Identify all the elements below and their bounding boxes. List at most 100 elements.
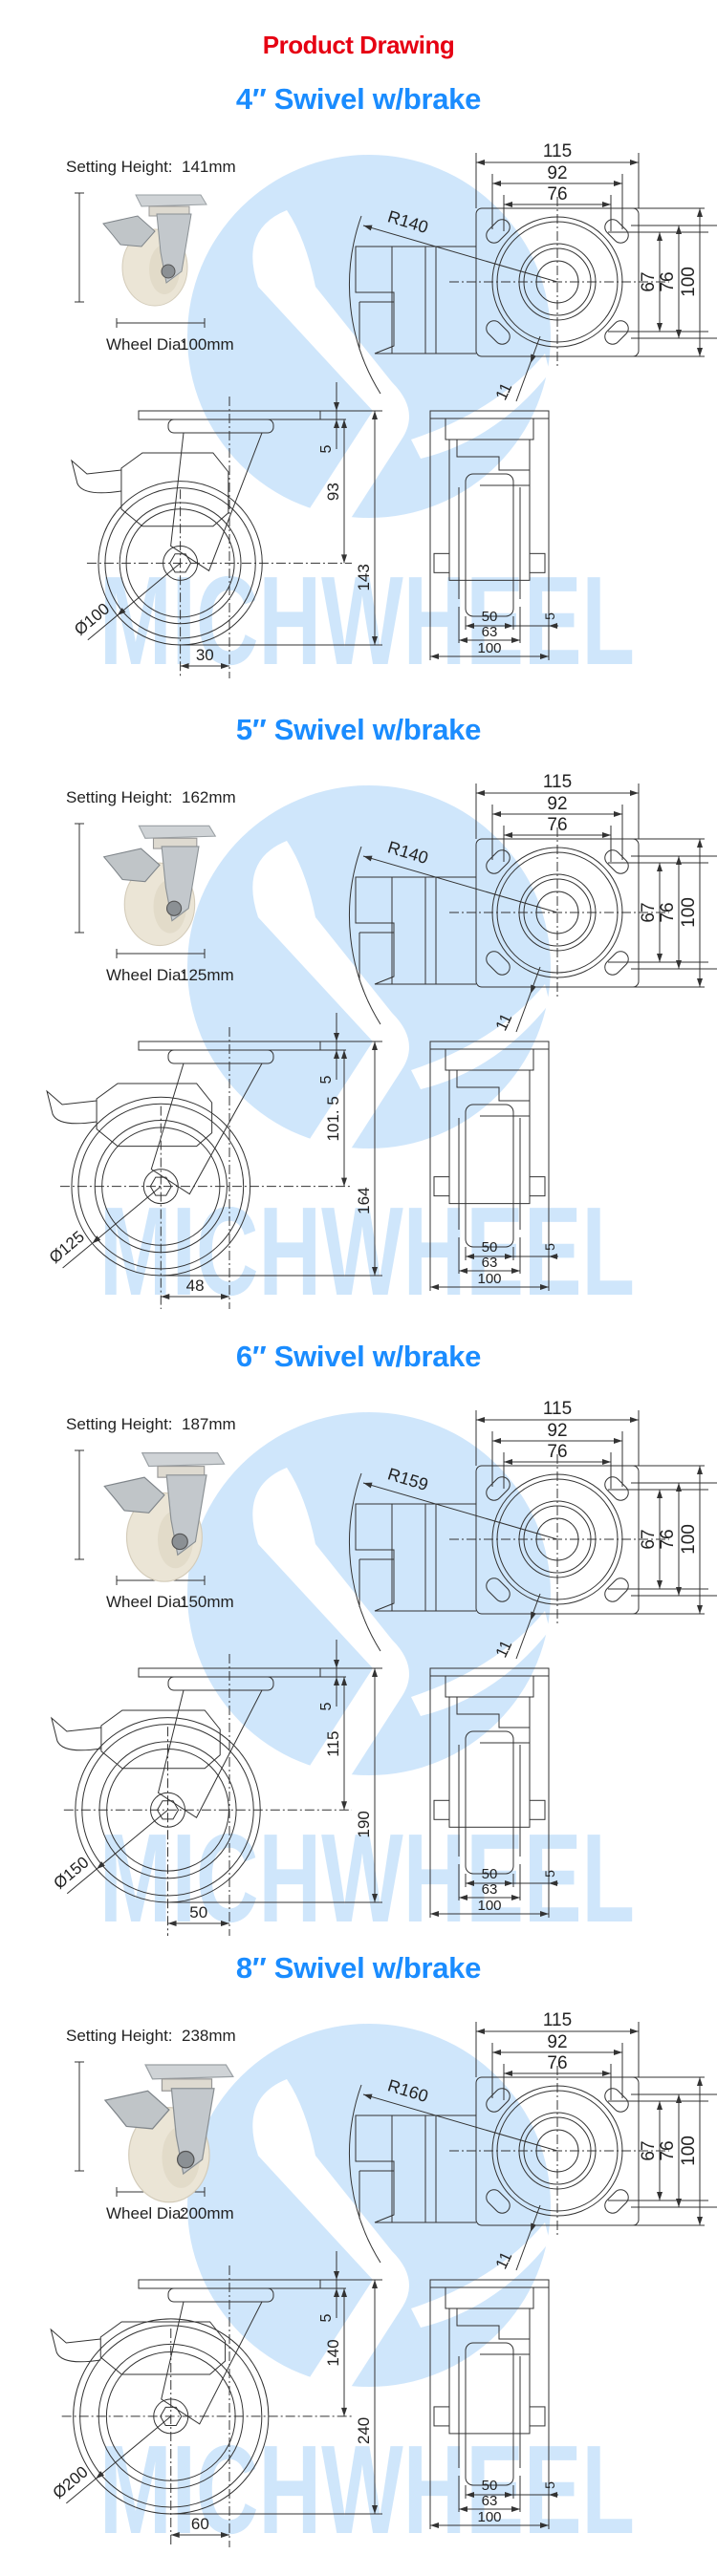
arrow-head [540,1284,549,1290]
dimension-label: 63 [482,2493,498,2509]
arrow-head [466,1254,474,1259]
arrow-head [372,1668,378,1677]
arrow-head [372,2280,378,2288]
arrow-head [372,636,378,645]
dimension-label: 92 [547,2032,567,2052]
mounting-hole [486,2088,511,2113]
arrow-head [630,160,639,165]
arrow-head [697,2077,703,2086]
dimension-label: 50 [482,2478,498,2494]
dimension-label: 48 [186,1277,205,1295]
axle-nut [529,552,546,573]
arrow-head [657,323,663,332]
hole-dia-line [515,2204,541,2271]
watermark: MICHWHEEL [99,785,635,1321]
dimension-label: 190 [355,1811,373,1837]
arrow-head [492,181,501,186]
wheel-circle [119,502,242,625]
wheel-tread [465,1730,514,1875]
setting-height-label: Setting Height: [66,158,173,176]
wheel-dia-value: 150mm [180,1593,234,1611]
setting-height-value: 141mm [182,158,236,176]
arrow-head [531,354,536,363]
axle-nut [433,552,450,573]
dimension-label: 5 [542,1870,557,1878]
caster-axle-nut [161,264,176,279]
arrow-head [697,1605,703,1614]
hole-dia-line [515,966,541,1033]
mounting-hole [604,320,629,345]
axle-nut [433,2406,450,2427]
dimension-label: 67 [639,271,659,291]
caster-top-plate [144,2064,234,2080]
axle-nut [529,1176,546,1197]
caster-top-plate [135,194,207,207]
caster-axle-nut [165,900,183,916]
arrow-head [602,2071,611,2076]
arrow-head [511,637,520,643]
brake-pedal [71,459,121,494]
arrow-head [697,978,703,987]
arrow-head [505,2492,513,2498]
arrow-head [430,1911,439,1917]
arrow-head [549,1880,557,1886]
arrow-head [676,2094,682,2103]
dimension-label: 100 [679,1524,699,1555]
watermark: MICHWHEEL [99,2024,635,2560]
dimension-label: 115 [543,2010,572,2030]
arrow-head [221,1921,229,1926]
arrow-head [511,1895,520,1900]
arrow-head [676,856,682,865]
arrow-head [540,1911,549,1917]
arrow-head [602,832,611,838]
arrow-head [676,1483,682,1492]
watermark-logo-swoosh [252,2079,409,2442]
arrow-head [334,1033,339,1041]
hole-dia-line [515,1593,541,1660]
swivel-bracket [355,246,476,354]
dimension-label: 100 [679,897,699,928]
arrow-head [549,2492,557,2498]
dimension-label: 76 [658,1529,678,1549]
arrow-head [697,348,703,356]
arrow-head [96,2471,104,2479]
wheel-circle [106,1748,229,1872]
arrow-head [492,2050,501,2055]
arrow-head [549,1254,557,1259]
arrow-head [476,790,485,796]
mounting-hole [604,1578,629,1602]
brake-pedal [51,1716,101,1751]
dimension-label: 164 [355,1187,373,1213]
caster-image [102,825,217,947]
arrow-head [531,1611,536,1621]
radius-line [362,855,558,913]
dimension-label: 63 [482,1881,498,1898]
arrow-head [657,1490,663,1498]
brake-housing [99,2321,227,2375]
arrow-head [676,960,682,969]
arrow-head [676,225,682,234]
dimension-label: 76 [547,2053,567,2073]
brake-block [456,2308,531,2355]
wheel-dia-value: 100mm [180,335,234,354]
dimension-label: 100 [477,2509,501,2525]
watermark-text: MICHWHEEL [99,2419,635,2560]
dimension-label: 100 [679,267,699,297]
fork [448,1696,531,1828]
mounting-hole [604,1476,629,1501]
dimension-label: 5 [318,2313,335,2322]
caster-image [103,1452,226,1582]
brake-block [456,1697,531,1744]
axle-nut [433,1799,450,1820]
brake-pedal [50,2328,101,2363]
arrow-head [504,1459,512,1465]
arrow-head [459,1895,467,1900]
section-title: 6″ Swivel w/brake [235,1340,482,1373]
axle-nut [156,1800,180,1820]
